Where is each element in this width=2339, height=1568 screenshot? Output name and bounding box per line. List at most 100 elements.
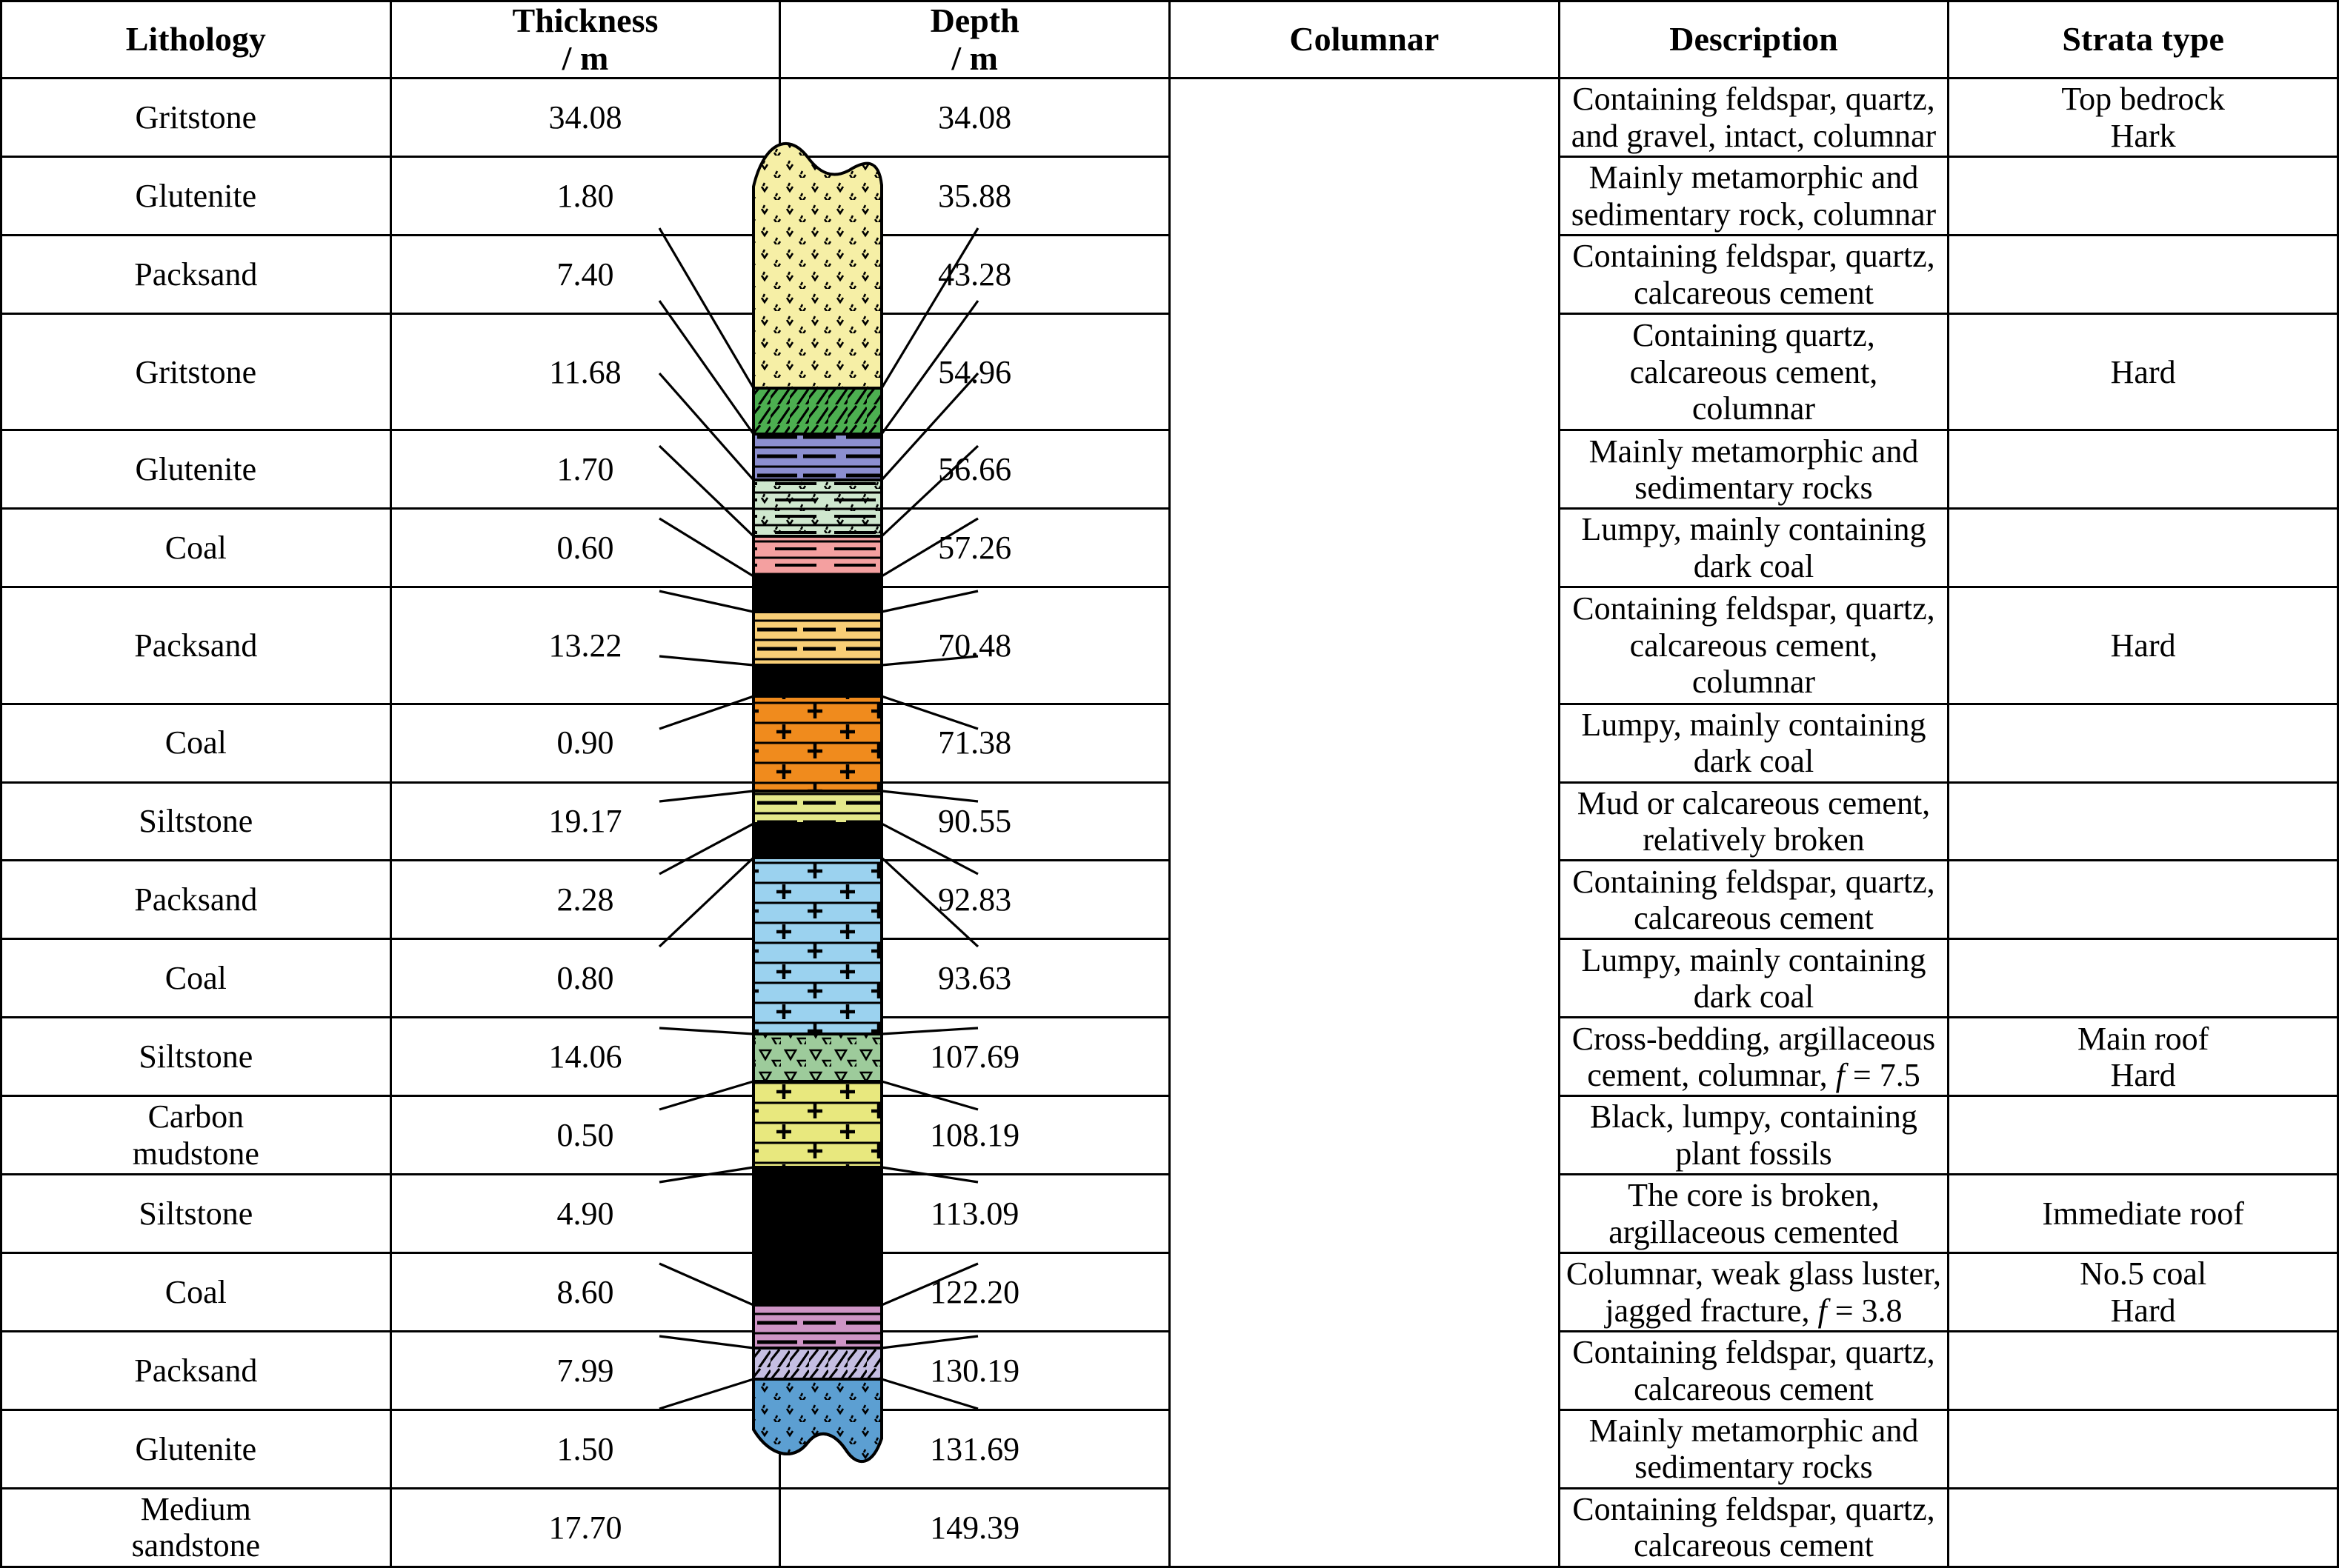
cell-depth: 130.19 <box>779 1330 1171 1411</box>
cell-thickness: 7.40 <box>389 234 782 315</box>
table-row: Packsand 13.22 70.48 Containing feldspar… <box>0 586 2339 705</box>
cell-strata-type <box>1947 859 2339 941</box>
lithology-line2: mudstone <box>132 1135 259 1172</box>
cell-strata-type <box>1947 1095 2339 1176</box>
cell-strata-type <box>1947 938 2339 1019</box>
cell-depth: 43.28 <box>779 234 1171 315</box>
cell-lithology: Siltstone <box>0 1016 392 1098</box>
cell-thickness: 17.70 <box>389 1487 782 1568</box>
desc-text-pre: Columnar, weak glass luster, jagged frac… <box>1566 1255 1941 1329</box>
header-depth-line2: / m <box>951 39 998 77</box>
header-columnar: Columnar <box>1168 0 1560 80</box>
cell-description: Columnar, weak glass luster, jagged frac… <box>1557 1252 1950 1333</box>
cell-thickness: 0.60 <box>389 507 782 589</box>
cell-description: Containing feldspar, quartz, calcareous … <box>1557 1487 1950 1568</box>
table-row: Gritstone 34.08 34.08 Containing feldspa… <box>0 77 2339 1568</box>
cell-description: Mainly metamorphic and sedimentary rocks <box>1557 429 1950 510</box>
table-row: Siltstone 19.17 90.55 Mud or calcareous … <box>0 781 2339 862</box>
header-thickness: Thickness / m <box>389 0 782 80</box>
cell-description: Lumpy, mainly containing dark coal <box>1557 702 1950 784</box>
strata-line2: Hard <box>2110 1056 2176 1093</box>
cell-lithology: Glutenite <box>0 156 392 237</box>
cell-strata-type: Hard <box>1947 586 2339 705</box>
cell-depth: 107.69 <box>779 1016 1171 1098</box>
cell-lithology: Packsand <box>0 586 392 705</box>
cell-depth: 93.63 <box>779 938 1171 1019</box>
cell-strata-type: Hard <box>1947 312 2339 432</box>
table-row: Medium sandstone 17.70 149.39 Containing… <box>0 1487 2339 1568</box>
cell-columnar-diagram <box>1168 77 1560 1568</box>
strata-line1: Top bedrock <box>2061 81 2225 118</box>
cell-thickness: 13.22 <box>389 586 782 705</box>
cell-strata-type <box>1947 1409 2339 1489</box>
cell-thickness: 4.90 <box>389 1173 782 1255</box>
strata-line1: No.5 coal <box>2080 1255 2207 1292</box>
cell-description: Containing feldspar, quartz, and gravel,… <box>1557 77 1950 159</box>
header-depth: Depth / m <box>779 0 1171 80</box>
cell-depth: 56.66 <box>779 429 1171 510</box>
cell-thickness: 8.60 <box>389 1252 782 1333</box>
header-depth-line1: Depth <box>930 1 1019 39</box>
cell-depth: 35.88 <box>779 156 1171 237</box>
table-row: Coal 0.80 93.63 Lumpy, mainly containing… <box>0 938 2339 1019</box>
cell-strata-type <box>1947 429 2339 510</box>
cell-depth: 71.38 <box>779 702 1171 784</box>
cell-lithology: Coal <box>0 702 392 784</box>
cell-depth: 34.08 <box>779 77 1171 159</box>
cell-description: The core is broken, argillaceous cemente… <box>1557 1173 1950 1255</box>
cell-description: Containing feldspar, quartz, calcareous … <box>1557 586 1950 705</box>
cell-thickness: 34.08 <box>389 77 782 159</box>
cell-depth: 92.83 <box>779 859 1171 941</box>
lithology-line1: Carbon <box>147 1098 244 1135</box>
cell-thickness: 1.50 <box>389 1409 782 1489</box>
cell-lithology: Coal <box>0 507 392 589</box>
cell-strata-type: Immediate roof <box>1947 1173 2339 1255</box>
cell-depth: 90.55 <box>779 781 1171 862</box>
cell-thickness: 1.70 <box>389 429 782 510</box>
cell-lithology: Siltstone <box>0 1173 392 1255</box>
cell-description: Mud or calcareous cement, relatively bro… <box>1557 781 1950 862</box>
cell-depth: 113.09 <box>779 1173 1171 1255</box>
friction-value: = 3.8 <box>1834 1292 1903 1329</box>
cell-lithology: Packsand <box>0 234 392 315</box>
cell-thickness: 11.68 <box>389 312 782 432</box>
cell-lithology: Coal <box>0 938 392 1019</box>
cell-lithology: Glutenite <box>0 429 392 510</box>
cell-lithology: Packsand <box>0 859 392 941</box>
cell-description: Containing feldspar, quartz, calcareous … <box>1557 1330 1950 1411</box>
cell-strata-type <box>1947 702 2339 784</box>
cell-description: Black, lumpy, containing plant fossils <box>1557 1095 1950 1176</box>
cell-lithology: Siltstone <box>0 781 392 862</box>
cell-lithology: Packsand <box>0 1330 392 1411</box>
cell-strata-type <box>1947 156 2339 237</box>
cell-thickness: 1.80 <box>389 156 782 237</box>
cell-strata-type <box>1947 507 2339 589</box>
friction-symbol: f <box>1835 1056 1845 1093</box>
cell-lithology: Gritstone <box>0 77 392 159</box>
table-header: Lithology Thickness / m Depth / m Column… <box>0 0 2339 80</box>
cell-thickness: 0.90 <box>389 702 782 784</box>
cell-strata-type: Main roof Hard <box>1947 1016 2339 1098</box>
strata-line2: Hard <box>2110 1292 2176 1329</box>
cell-lithology: Glutenite <box>0 1409 392 1489</box>
table-row: Packsand 7.40 43.28 Containing feldspar,… <box>0 234 2339 315</box>
cell-description: Mainly metamorphic and sedimentary rocks <box>1557 1409 1950 1489</box>
table-row: Coal 0.90 71.38 Lumpy, mainly containing… <box>0 702 2339 784</box>
header-thickness-line2: / m <box>562 39 609 77</box>
cell-lithology: Medium sandstone <box>0 1487 392 1568</box>
header-lithology: Lithology <box>0 0 392 80</box>
strata-line2: Hark <box>2110 117 2176 154</box>
strata-line1: Main roof <box>2077 1020 2209 1057</box>
cell-thickness: 14.06 <box>389 1016 782 1098</box>
cell-description: Lumpy, mainly containing dark coal <box>1557 507 1950 589</box>
cell-strata-type <box>1947 1330 2339 1411</box>
lithology-line1: Medium <box>140 1491 251 1528</box>
cell-thickness: 0.50 <box>389 1095 782 1176</box>
cell-depth: 57.26 <box>779 507 1171 589</box>
header-strata-type: Strata type <box>1947 0 2339 80</box>
cell-strata-type: Top bedrock Hark <box>1947 77 2339 159</box>
cell-description: Lumpy, mainly containing dark coal <box>1557 938 1950 1019</box>
header-description: Description <box>1557 0 1950 80</box>
cell-lithology: Coal <box>0 1252 392 1333</box>
